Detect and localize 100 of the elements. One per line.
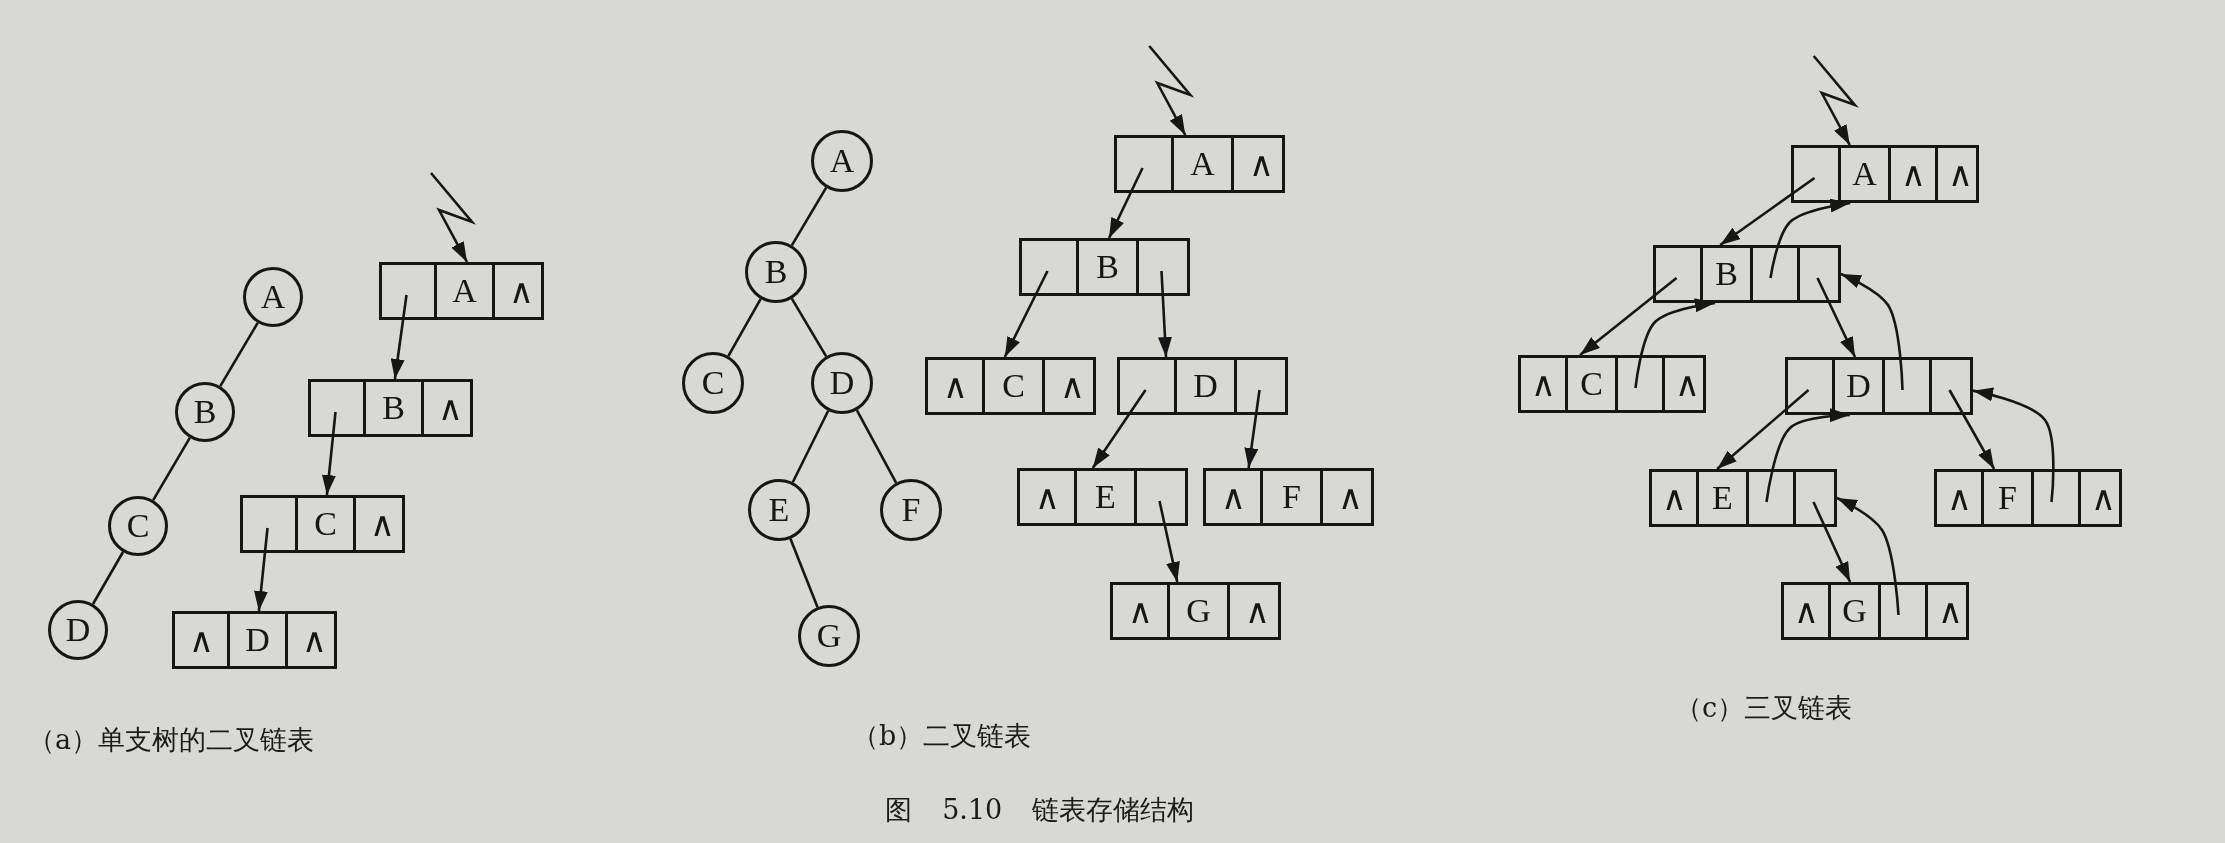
record-field: E — [1077, 471, 1134, 523]
record-field: ∧ — [1937, 472, 1984, 524]
tree-edge — [219, 322, 259, 387]
linked-list-node — [1518, 355, 1706, 413]
pointer-arrow — [1812, 501, 1852, 583]
pointer-arrow — [1836, 496, 1900, 616]
record-field: ∧ — [1784, 585, 1831, 637]
linked-list-node — [1017, 468, 1188, 526]
linked-list-node — [1785, 357, 1973, 415]
tree-edge — [855, 409, 898, 484]
record-field: D — [1177, 360, 1234, 412]
record-field: E — [1699, 472, 1746, 524]
record-field: B — [1703, 248, 1750, 300]
pointer-arrow — [430, 172, 477, 263]
pointer-arrow — [1972, 387, 2055, 503]
record-field: ∧ — [1925, 585, 1972, 637]
pointer-arrow — [322, 411, 337, 496]
record-field: ∧ — [1888, 148, 1935, 200]
pointer-arrow — [1091, 389, 1147, 469]
tree-node-circle: A — [243, 267, 303, 327]
pointer-arrow — [1948, 389, 1996, 470]
linked-list-node — [1019, 238, 1190, 296]
record-field: ∧ — [1320, 471, 1377, 523]
tree-node-circle: A — [811, 130, 873, 192]
pointer-arrow — [1634, 298, 1716, 389]
record-field: ∧ — [1113, 585, 1170, 637]
record-field: ∧ — [1652, 472, 1699, 524]
tree-edge — [791, 410, 830, 483]
record-field: F — [1984, 472, 2031, 524]
record-field: B — [366, 382, 421, 434]
linked-list-node — [1934, 469, 2122, 527]
record-field: ∧ — [1042, 360, 1099, 412]
tree-edge — [790, 187, 828, 246]
figure-caption: 图 5.10 链表存储结构 — [885, 793, 1195, 827]
linked-list-node — [172, 611, 337, 669]
pointer-arrow — [1816, 277, 1857, 358]
tree-node-circle: D — [48, 600, 108, 660]
linked-list-node — [1114, 135, 1285, 193]
record-field: A — [437, 265, 492, 317]
record-field: ∧ — [353, 498, 408, 550]
record-field: B — [1079, 241, 1136, 293]
tree-edge — [789, 538, 819, 608]
record-field: ∧ — [1935, 148, 1982, 200]
tree-node-circle: C — [682, 352, 744, 414]
record-field: ∧ — [175, 614, 230, 666]
record-field: ∧ — [928, 360, 985, 412]
record-field: ∧ — [1227, 585, 1284, 637]
pointer-arrow — [1765, 408, 1850, 503]
pointer-arrow — [1812, 55, 1859, 146]
pointer-arrow — [1003, 270, 1049, 358]
record-field: D — [1835, 360, 1882, 412]
linked-list-node — [379, 262, 544, 320]
record-field: ∧ — [1020, 471, 1077, 523]
pointer-arrow — [1719, 176, 1816, 247]
pointer-arrow — [1158, 500, 1180, 583]
pointer-arrow — [254, 527, 269, 612]
pointer-arrow — [1158, 270, 1172, 358]
record-field: ∧ — [2078, 472, 2125, 524]
tree-node-circle: F — [880, 479, 942, 541]
linked-list-node — [1110, 582, 1281, 640]
linked-list-node — [1649, 469, 1837, 527]
pointer-arrow — [1716, 389, 1810, 470]
tree-edge — [152, 437, 191, 501]
tree-node-circle: B — [745, 241, 807, 303]
pointer-arrow — [1148, 45, 1195, 136]
linked-list-node — [1781, 582, 1969, 640]
linked-list-node — [1791, 145, 1979, 203]
pointer-arrow — [1840, 272, 1904, 391]
record-field: F — [1263, 471, 1320, 523]
tree-node-circle: G — [798, 605, 860, 667]
tree-edge — [91, 551, 125, 605]
linked-list-node — [1653, 245, 1841, 303]
pointer-arrow — [1769, 198, 1851, 279]
linked-list-node — [925, 357, 1096, 415]
record-field: C — [298, 498, 353, 550]
record-field: ∧ — [1662, 358, 1709, 410]
record-field: A — [1174, 138, 1231, 190]
tree-node-circle: E — [748, 479, 810, 541]
record-field: G — [1170, 585, 1227, 637]
pointer-arrow — [390, 294, 408, 380]
linked-list-node — [1117, 357, 1288, 415]
record-field: D — [230, 614, 285, 666]
subfigure-caption: （b）二叉链表 — [852, 719, 1032, 753]
record-field: ∧ — [1521, 358, 1568, 410]
record-field: G — [1831, 585, 1878, 637]
pointer-arrow — [1579, 277, 1678, 356]
linked-list-node — [308, 379, 473, 437]
record-field: ∧ — [1206, 471, 1263, 523]
linked-list-node — [1203, 468, 1374, 526]
record-field: ∧ — [285, 614, 340, 666]
record-field: ∧ — [1231, 138, 1288, 190]
record-field: ∧ — [492, 265, 547, 317]
record-field: A — [1841, 148, 1888, 200]
tree-edge — [790, 298, 828, 357]
pointer-arrow — [1244, 389, 1261, 469]
tree-node-circle: D — [811, 352, 873, 414]
subfigure-caption: （c）三叉链表 — [1675, 691, 1853, 725]
subfigure-caption: （a）单支树的二叉链表 — [28, 723, 315, 757]
tree-node-circle: C — [108, 496, 168, 556]
tree-node-circle: B — [175, 382, 235, 442]
